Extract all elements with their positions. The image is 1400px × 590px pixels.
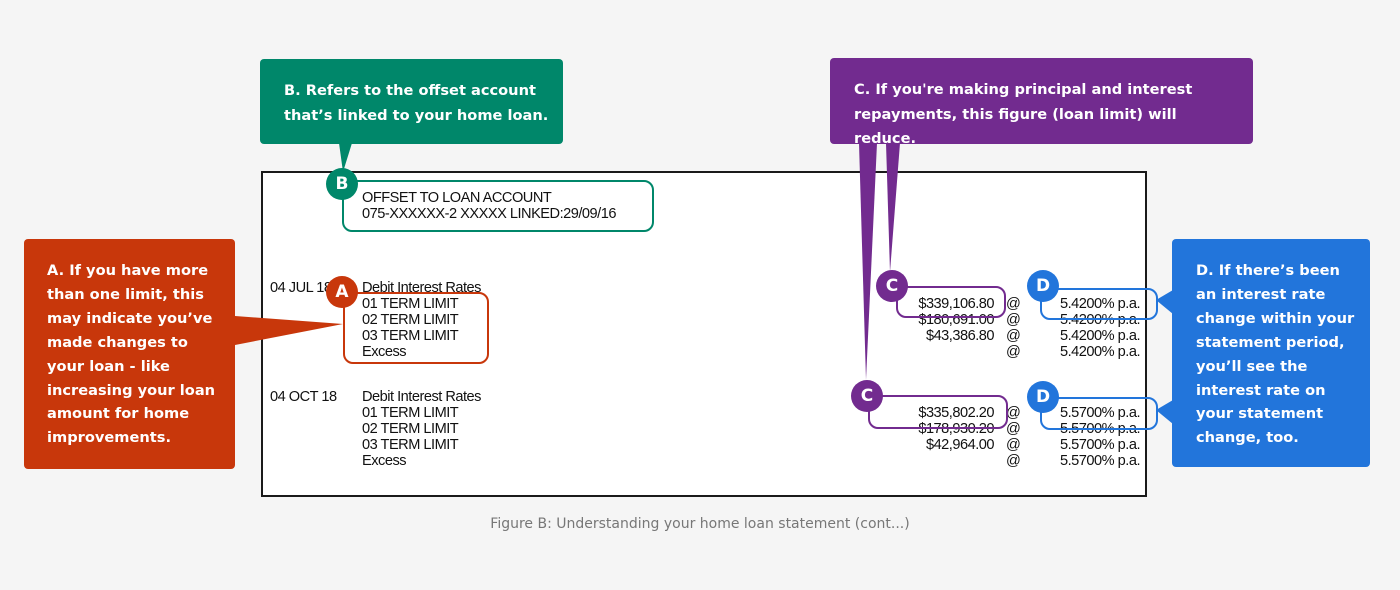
highlight-offset-account [342,180,654,232]
section-2-row-2-at: @ [1006,421,1021,437]
callout-a: A. If you have more than one limit, this… [24,239,235,469]
section-1-date: 04 JUL 18 [270,280,332,296]
section-2-row-4-at: @ [1006,453,1021,469]
section-1-row-1-at: @ [1006,296,1021,312]
pointer-b [339,143,352,172]
loan-statement-excerpt [261,171,1147,497]
section-1-row-3-rate: 5.4200% p.a. [1059,328,1141,344]
badge-c-1: C [876,270,908,302]
section-1-row-4-label: Excess [362,344,407,360]
section-1-row-3-at: @ [1006,328,1021,344]
section-1-row-3-amount: $43,386.80 [925,328,995,344]
highlight-loan-limit-october [868,395,1008,429]
highlight-rate-october [1040,397,1158,430]
section-1-row-1-amount: $339,106.80 [918,296,994,312]
section-2-heading: Debit Interest Rates [362,389,481,405]
highlight-rate-july [1040,288,1158,320]
callout-c: C. If you're making principal and intere… [830,58,1253,147]
pointer-d-2 [1156,400,1173,424]
section-2-row-4-label: Excess [362,453,407,469]
section-1-row-4-at: @ [1006,344,1021,360]
section-2-row-2-amount: $178,930.20 [918,421,994,437]
section-2-row-1-amount: $335,802.20 [918,405,994,421]
section-2-row-1-label: 01 TERM LIMIT [362,405,459,421]
badge-d-2: D [1027,381,1059,413]
pointer-c-2 [859,143,877,380]
callout-d: D. If there’s been an interest rate chan… [1172,239,1370,467]
badge-b: B [326,168,358,200]
highlight-loan-limit-july [896,286,1006,318]
pointer-c-1 [886,143,900,272]
callout-c-text: C. If you're making principal and intere… [854,81,1193,147]
section-2-row-3-at: @ [1006,437,1021,453]
section-2-row-1-rate: 5.5700% p.a. [1059,405,1141,421]
pointer-a [235,316,343,345]
section-1-row-1-label: 01 TERM LIMIT [362,296,459,312]
callout-d-text: D. If there’s been an interest rate chan… [1196,262,1355,447]
section-2-row-3-rate: 5.5700% p.a. [1059,437,1141,453]
section-2-row-3-label: 03 TERM LIMIT [362,437,459,453]
section-1-row-2-rate: 5.4200% p.a. [1059,312,1141,328]
section-1-row-3-label: 03 TERM LIMIT [362,328,459,344]
pointer-d-1 [1156,290,1173,314]
section-2-row-1-at: @ [1006,405,1021,421]
callout-b: B. Refers to the offset account that’s l… [260,59,563,144]
offset-detail: 075-XXXXXX-2 XXXXX LINKED:29/09/16 [362,206,616,222]
badge-d-1: D [1027,270,1059,302]
section-1-row-1-rate: 5.4200% p.a. [1059,296,1141,312]
section-1-row-2-label: 02 TERM LIMIT [362,312,459,328]
section-2-row-3-amount: $42,964.00 [925,437,995,453]
section-2-date: 04 OCT 18 [270,389,337,405]
section-2-row-2-label: 02 TERM LIMIT [362,421,459,437]
section-1-row-2-at: @ [1006,312,1021,328]
callout-a-text: A. If you have more than one limit, this… [47,262,216,447]
section-1-row-4-rate: 5.4200% p.a. [1059,344,1141,360]
figure-caption: Figure B: Understanding your home loan s… [490,516,910,532]
badge-a: A [326,276,358,308]
offset-title: OFFSET TO LOAN ACCOUNT [362,190,552,206]
section-2-row-4-rate: 5.5700% p.a. [1059,453,1141,469]
callout-b-text: B. Refers to the offset account that’s l… [284,82,549,124]
highlight-term-limits [343,292,489,364]
badge-c-2: C [851,380,883,412]
